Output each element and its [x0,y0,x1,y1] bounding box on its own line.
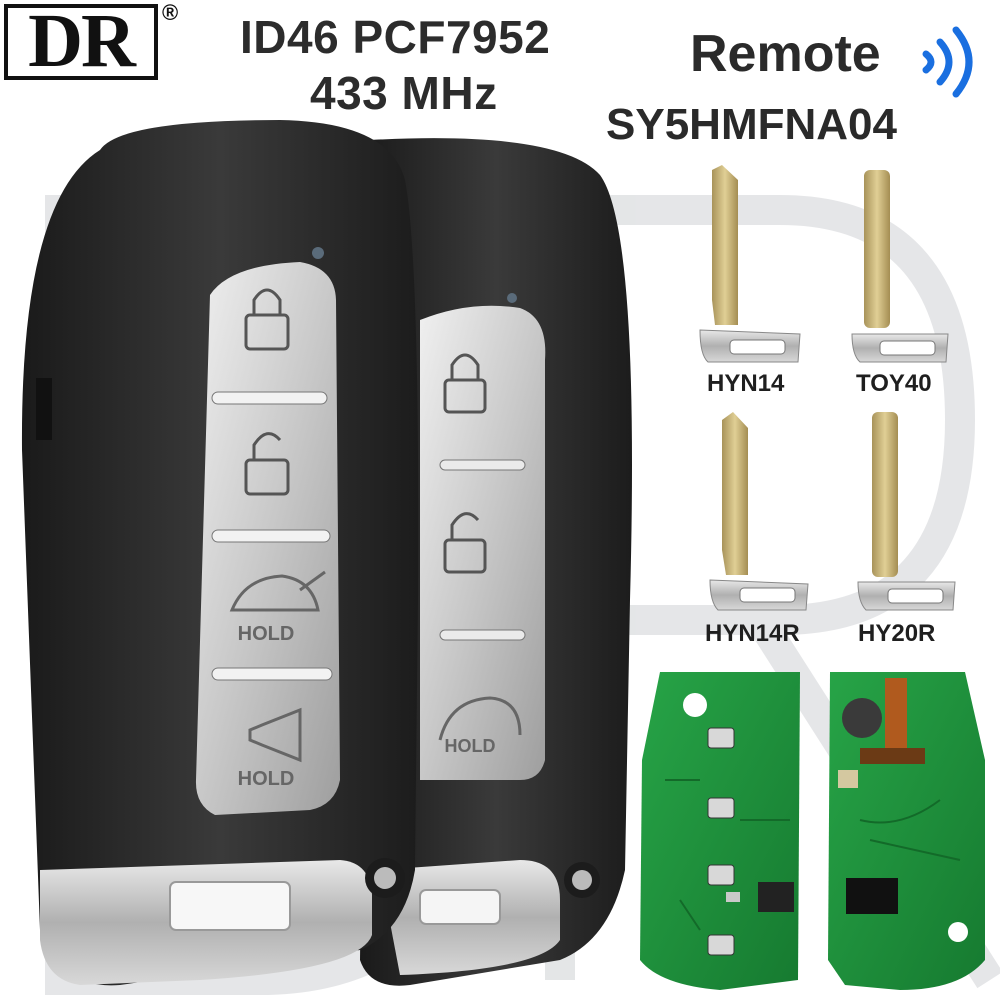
pcb-back [828,672,985,990]
blade-label-hyn14r: HYN14R [705,620,800,647]
brand-logo: DR [0,0,168,84]
logo-frame [4,4,158,80]
key-fob-front [21,120,419,986]
remote-label: Remote [690,25,881,83]
blade-label-hyn14: HYN14 [707,370,785,397]
fcc-id: SY5HMFNA04 [606,100,897,149]
registered-mark: ® [162,0,179,25]
key-fob-back [360,138,632,986]
blade-label-hy20r: HY20R [858,620,936,647]
pcb-front [640,672,800,990]
blade-hy20r [857,412,956,611]
logo-text: DR [28,0,136,83]
blade-toy40 [851,170,949,363]
blade-label-toy40: TOY40 [856,370,932,397]
wireless-signal-icon [922,26,973,98]
frequency-spec: 433 MHz [310,67,498,119]
blade-hyn14r [709,412,809,611]
chip-spec: ID46 PCF7952 [240,11,551,63]
blade-hyn14 [699,165,801,363]
